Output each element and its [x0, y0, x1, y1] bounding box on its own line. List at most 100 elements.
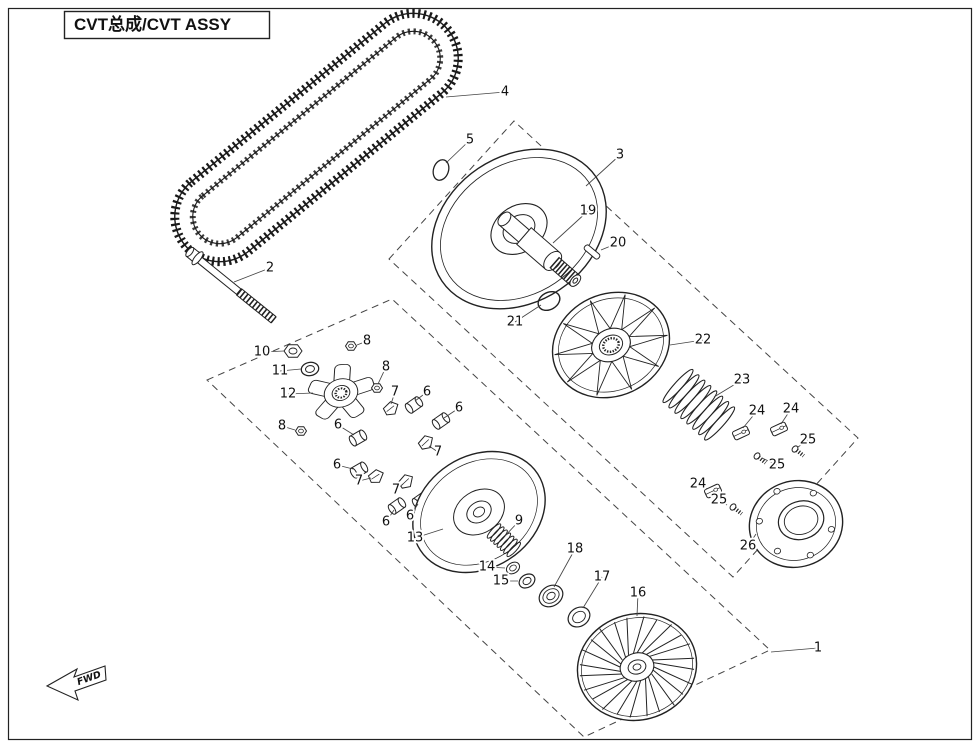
- part-number-6-24: 6: [333, 458, 341, 473]
- leader-line-part-4: [445, 91, 506, 98]
- hex-nut: [283, 344, 303, 358]
- leader-line-part-20: [600, 242, 619, 251]
- part-number-18-34: 18: [567, 542, 584, 557]
- roller-6: [347, 428, 369, 448]
- screw-25: [750, 449, 770, 468]
- part-number-6-29: 6: [382, 515, 390, 530]
- fwd-arrow: FWD: [45, 665, 107, 702]
- part-number-8-19: 8: [278, 419, 286, 434]
- part-number-7-22: 7: [434, 445, 442, 460]
- bearing: [538, 584, 564, 608]
- leader-line-part-6: [409, 503, 419, 517]
- part-number-13-31: 13: [407, 531, 424, 546]
- part-number-14-35: 14: [479, 560, 496, 575]
- leader-line-part-16: [636, 592, 639, 617]
- part-number-10-9: 10: [254, 345, 271, 360]
- driven-pulley-assembly-boundary: [388, 120, 859, 578]
- leader-line-part-6: [336, 464, 354, 470]
- leader-line-part-6: [385, 509, 395, 523]
- leader-line-part-24: [697, 483, 708, 490]
- flange-bolt: [185, 246, 277, 324]
- leader-line-part-1: [770, 647, 819, 653]
- part-number-23-12: 23: [734, 373, 751, 388]
- part-number-9-32: 9: [515, 514, 523, 529]
- shaft-key: [583, 244, 601, 260]
- part-number-3-2: 3: [616, 148, 624, 163]
- leader-line-part-2: [233, 267, 271, 283]
- drive-pulley-assembly-boundary: [206, 298, 771, 738]
- driven-shaft: [497, 211, 582, 287]
- clip-24: [769, 421, 789, 437]
- part-number-16-38: 16: [630, 586, 647, 601]
- part-number-20-4: 20: [610, 236, 627, 251]
- leader-line-part-21: [514, 304, 542, 323]
- leader-line-part-12: [287, 392, 314, 395]
- leader-line-part-7: [358, 477, 372, 482]
- leader-line-part-23: [713, 379, 743, 398]
- roller-6: [403, 395, 425, 415]
- part-number-25-28: 25: [711, 493, 728, 508]
- leader-line-part-25: [797, 439, 809, 448]
- clip-24: [731, 425, 751, 441]
- part-number-6-20: 6: [334, 418, 342, 433]
- leader-line-part-13: [414, 528, 444, 539]
- leader-line-part-18: [553, 548, 576, 588]
- small-nut-8: [371, 383, 383, 393]
- part-number-5-1: 5: [466, 133, 474, 148]
- leader-line-part-8: [281, 425, 296, 431]
- slider-shoe-7: [366, 467, 386, 486]
- small-spring: [486, 523, 521, 558]
- leader-line-part-10: [261, 350, 285, 353]
- part-number-6-16: 6: [455, 401, 463, 416]
- leader-line-part-24: [780, 408, 792, 425]
- leader-line-part-5: [445, 139, 471, 164]
- diagram-title: CVT总成/CVT ASSY: [74, 14, 232, 34]
- fan-pulley-face: [576, 612, 698, 722]
- compression-spring: [662, 368, 736, 441]
- part-number-4-0: 4: [501, 85, 509, 100]
- part-number-24-17: 24: [749, 404, 766, 419]
- part-number-7-27: 7: [392, 483, 400, 498]
- leader-line-part-7: [428, 445, 439, 453]
- leader-line-part-22: [669, 339, 704, 346]
- part-number-7-25: 7: [355, 474, 363, 489]
- washer-11: [299, 360, 321, 378]
- part-number-26-33: 26: [740, 539, 757, 554]
- leader-line-part-19: [552, 210, 589, 244]
- part-number-8-11: 8: [382, 360, 390, 375]
- part-number-15-36: 15: [493, 574, 510, 589]
- leader-line-part-26: [747, 533, 757, 547]
- shim-ring: [432, 159, 450, 181]
- part-number-12-13: 12: [280, 387, 297, 402]
- leader-line-part-14: [486, 566, 506, 569]
- part-number-19-3: 19: [580, 204, 597, 219]
- leader-line-part-6: [337, 424, 355, 436]
- part-number-22-7: 22: [695, 333, 712, 348]
- leader-line-part-8: [377, 366, 387, 385]
- roller-6: [386, 496, 408, 516]
- leader-line-part-6: [443, 407, 460, 419]
- part-number-6-15: 6: [423, 385, 431, 400]
- washer-15: [515, 570, 539, 592]
- roller-6: [430, 411, 452, 431]
- cvt-cover: [748, 479, 844, 569]
- leader-line-part-24: [742, 410, 758, 429]
- part-number-8-8: 8: [363, 334, 371, 349]
- part-number-1-39: 1: [814, 641, 822, 656]
- drive-belt: [170, 8, 463, 267]
- part-number-25-21: 25: [800, 433, 817, 448]
- part-number-21-6: 21: [507, 315, 524, 330]
- part-number-6-30: 6: [406, 509, 414, 524]
- part-number-2-5: 2: [266, 261, 274, 276]
- leader-line-part-17: [582, 576, 603, 609]
- part-number-11-10: 11: [272, 364, 289, 379]
- leader-line-part-7: [390, 391, 396, 405]
- leader-line-part-8: [356, 340, 368, 346]
- part-number-24-18: 24: [783, 402, 800, 417]
- leader-line-part-25: [718, 499, 728, 506]
- leader-line-part-11: [279, 368, 302, 372]
- part-number-24-26: 24: [690, 477, 707, 492]
